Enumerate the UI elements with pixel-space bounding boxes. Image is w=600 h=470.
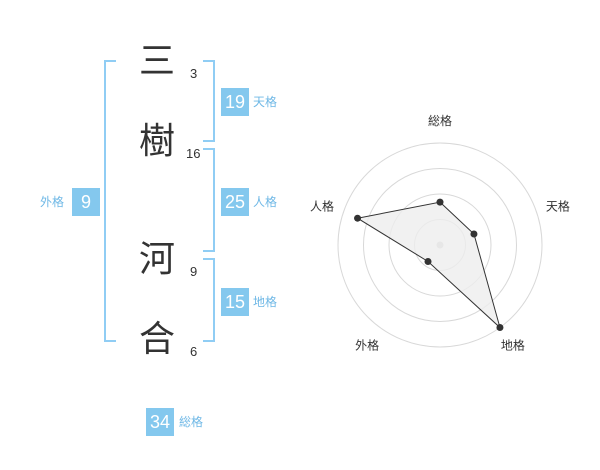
radar-point-2: [470, 230, 478, 238]
radar-ring-3: [363, 168, 517, 322]
tenkaku-label: 天格: [253, 95, 278, 109]
gaikaku-value: 9: [72, 188, 100, 216]
soukaku-value: 34: [146, 408, 174, 436]
radar-axis-label-5: 人格: [310, 199, 334, 214]
chikaku-label: 地格: [253, 295, 278, 309]
stroke-count-3: 9: [190, 264, 198, 279]
radar-axis-label-3: 地格: [501, 337, 525, 352]
name-char-3: 河: [138, 239, 175, 280]
jinkaku-bracket: [203, 148, 215, 252]
stroke-count-4: 6: [190, 344, 198, 359]
radar-axis-label-2: 天格: [546, 199, 570, 214]
radar-ring-2: [388, 193, 492, 297]
chikaku-bracket: [203, 258, 215, 342]
radar-point-4: [424, 258, 432, 266]
stroke-count-2: 16: [186, 146, 201, 161]
jinkaku-label: 人格: [253, 195, 278, 209]
stroke-count-1: 3: [190, 66, 198, 81]
gaikaku-bracket: [104, 60, 116, 342]
soukaku-label: 総格: [179, 415, 204, 429]
radar-axis-label-4: 外格: [355, 337, 379, 352]
radar-point-1: [436, 198, 444, 206]
gaikaku-label: 外格: [40, 195, 65, 209]
tenkaku-value: 19: [221, 88, 249, 116]
radar-axis-label-1: 総格: [428, 113, 452, 128]
tenkaku-bracket: [203, 60, 215, 142]
radar-point-3: [496, 324, 504, 332]
chikaku-value: 15: [221, 288, 249, 316]
name-char-1: 三: [138, 41, 175, 82]
radar-point-5: [354, 214, 362, 222]
radar-polygon: [356, 201, 501, 330]
radar-ring-4: [337, 142, 543, 348]
jinkaku-value: 25: [221, 188, 249, 216]
name-char-4: 合: [138, 319, 175, 360]
name-char-2: 樹: [138, 121, 175, 162]
